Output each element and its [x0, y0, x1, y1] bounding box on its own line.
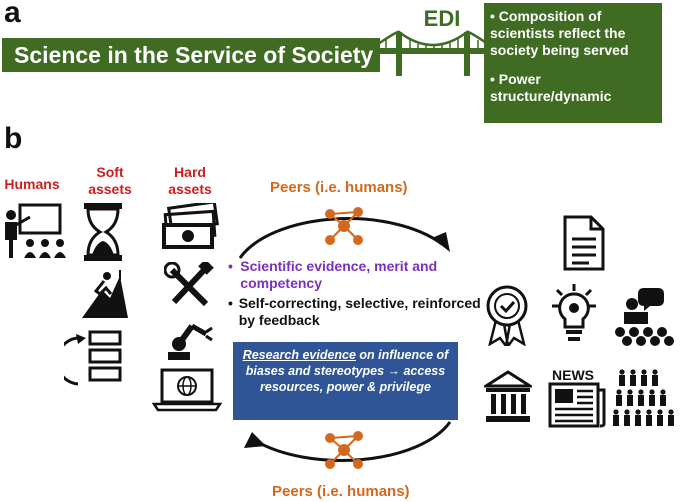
person-figure	[649, 389, 655, 406]
person-figure	[646, 409, 652, 426]
humans-header: Humans	[4, 176, 60, 192]
bullet-item-1: • Scientific evidence, merit and compete…	[228, 258, 488, 292]
document-icon	[563, 215, 605, 271]
bullet-list: • Scientific evidence, merit and compete…	[228, 258, 488, 329]
person-figure	[668, 409, 674, 426]
person-figure	[635, 409, 641, 426]
speaker-audience-icon	[615, 288, 674, 346]
news-label: NEWS	[552, 367, 594, 383]
person-figure	[616, 389, 622, 406]
research-evidence-underlined: Research evidence	[242, 348, 356, 362]
teacher-icon	[5, 203, 66, 258]
person-figure	[657, 409, 663, 426]
network-icon	[325, 431, 363, 469]
panel-b-letter: b	[4, 122, 23, 155]
peers-bottom-label: Peers (i.e. humans)	[272, 483, 410, 500]
person-figure	[613, 409, 619, 426]
bridge-icon	[378, 30, 488, 76]
robot-arm-icon	[168, 323, 213, 360]
box-line-3: society being served	[490, 42, 629, 58]
person-figure	[641, 369, 647, 386]
science-banner: Science in the Service of Society	[2, 38, 380, 72]
newspaper-icon: NEWS	[548, 367, 606, 428]
soft-assets-header: Soft assets	[88, 164, 132, 197]
bank-icon	[484, 370, 532, 422]
money-icon	[162, 203, 220, 249]
bullet-text-2: Self-correcting, selective, reinforced b…	[238, 295, 481, 328]
crowd-icon	[613, 369, 674, 426]
research-evidence-box: Research evidence on influence of biases…	[233, 342, 458, 420]
panel-a-letter: a	[4, 0, 21, 29]
person-figure	[652, 369, 658, 386]
person-figure	[624, 409, 630, 426]
climber-icon	[82, 270, 128, 318]
bullet-text-1: Scientific evidence, merit and competenc…	[240, 258, 438, 291]
edi-label: EDI	[423, 6, 461, 31]
person-figure	[627, 389, 633, 406]
box-line-5: structure/dynamic	[490, 88, 612, 104]
person-figure	[619, 369, 625, 386]
person-figure	[638, 389, 644, 406]
network-icon	[325, 207, 363, 245]
peers-top-label: Peers (i.e. humans)	[270, 179, 408, 196]
edi-description-box: • Composition of scientists reflect the …	[484, 3, 662, 123]
box-line-4: • Power	[490, 71, 541, 87]
bottom-cycle-arrow	[244, 421, 452, 462]
top-cycle-arrow	[238, 217, 450, 259]
cycle-list-icon	[64, 330, 122, 386]
person-figure	[660, 389, 666, 406]
award-icon	[486, 285, 528, 346]
bullet-item-2: • Self-correcting, selective, reinforced…	[228, 295, 488, 329]
person-figure	[630, 369, 636, 386]
tools-icon	[164, 262, 214, 307]
research-evidence-text: on influence of biases and stereotypes →…	[245, 348, 449, 394]
box-line-1: • Composition of	[490, 8, 602, 24]
hard-assets-header: Hard assets	[168, 164, 212, 197]
box-line-2: scientists reflect the	[490, 25, 626, 41]
hourglass-icon	[84, 203, 122, 261]
laptop-globe-icon	[152, 368, 222, 412]
lightbulb-gear-icon	[552, 284, 596, 341]
